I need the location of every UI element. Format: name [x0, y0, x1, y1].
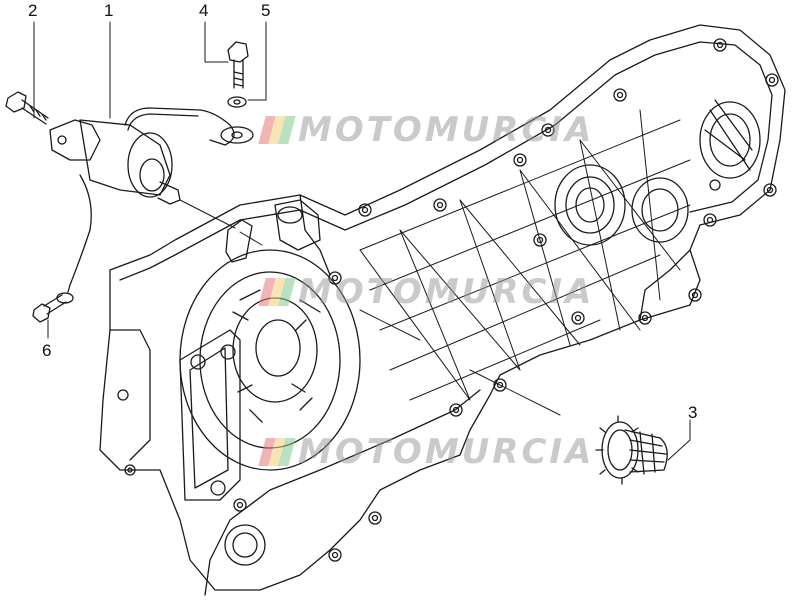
callout-6: 6	[42, 341, 52, 360]
starter-gear	[595, 415, 668, 485]
watermark-top: MOTOMURCIA	[258, 110, 594, 150]
washer-part-5	[220, 96, 254, 144]
callout-2: 2	[28, 1, 38, 20]
bearing-bosses	[554, 99, 761, 246]
leader-lines	[33, 21, 691, 461]
bolt-part-2	[5, 91, 49, 125]
bolt-part-4	[227, 41, 249, 89]
starter-mount-boss	[225, 199, 321, 263]
screw-part-6	[32, 294, 67, 323]
ground-cable	[56, 174, 92, 304]
starter-motor	[49, 107, 235, 205]
callout-4: 4	[199, 1, 209, 20]
callout-1: 1	[104, 1, 114, 20]
watermark-stripes-icon	[258, 278, 296, 306]
crankcase-ribs	[359, 109, 691, 401]
left-bracket	[179, 329, 266, 566]
watermark-stripes-icon	[258, 116, 296, 144]
callout-3: 3	[688, 403, 698, 422]
bolt-holes	[117, 38, 779, 562]
watermark-bottom: MOTOMURCIA	[258, 432, 594, 472]
callout-5: 5	[261, 1, 271, 20]
watermark-stripes-icon	[258, 438, 296, 466]
watermark-middle: MOTOMURCIA	[258, 272, 594, 312]
